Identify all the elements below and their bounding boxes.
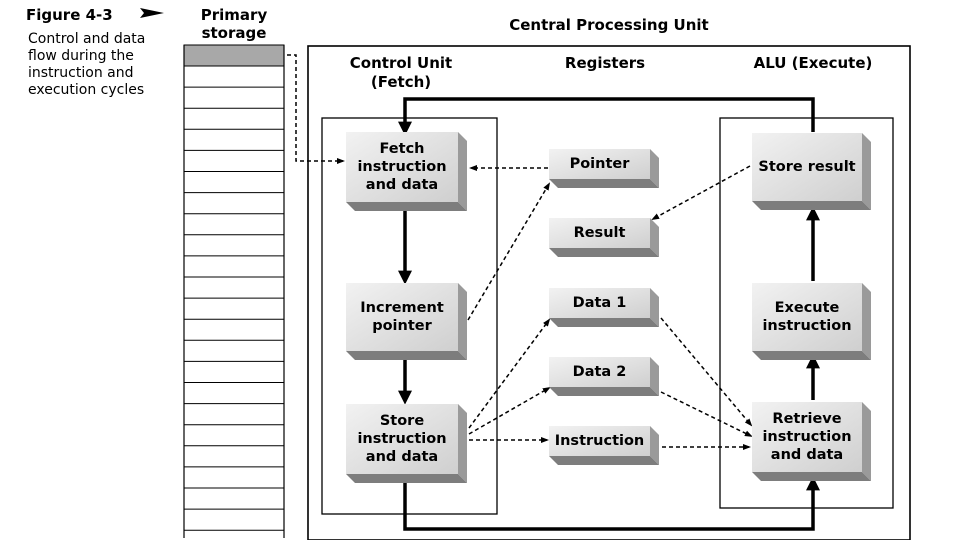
box-side (458, 132, 467, 211)
pointer-register-box (549, 149, 659, 188)
box-bottom (752, 351, 871, 360)
store-instruction-box (346, 404, 467, 483)
box-side (650, 288, 659, 327)
alu-frame (719, 117, 894, 509)
result-register-box (549, 218, 659, 257)
box-side (862, 283, 871, 360)
arrow-increment-to-pointer (467, 182, 551, 321)
box-bottom (752, 201, 871, 210)
increment-label: Increment pointer (360, 300, 444, 334)
pointer-label: Pointer (569, 156, 630, 172)
arrow-store-to-data2 (468, 387, 551, 435)
box-bottom (549, 387, 659, 396)
box-face (549, 218, 650, 248)
box-bottom (549, 179, 659, 188)
fetch-label: Fetch instruction and data (357, 141, 447, 193)
arrow-store-to-data1 (468, 318, 551, 429)
box-bottom (346, 474, 467, 483)
box-face (752, 133, 862, 201)
box-side (650, 218, 659, 257)
box-bottom (549, 318, 659, 327)
arrow-store-to-retrieve (403, 476, 820, 531)
control-unit-frame (321, 117, 498, 515)
box-bottom (549, 248, 659, 257)
box-side (650, 426, 659, 465)
box-face (752, 402, 862, 472)
box-side (862, 133, 871, 210)
execute-label: Execute instruction (762, 300, 852, 334)
data1-label: Data 1 (572, 295, 627, 311)
arrow-data1-to-retrieve (660, 317, 753, 427)
box-face (346, 404, 458, 474)
data1-register-box (549, 288, 659, 327)
box-side (650, 149, 659, 188)
box-bottom (752, 472, 871, 481)
primary-storage-column (183, 44, 285, 538)
arrow-store-result-to-result (651, 165, 751, 220)
dashed-flow-arrows (287, 54, 753, 450)
box-face (549, 426, 650, 456)
figure-label: Figure 4-3 (26, 6, 113, 24)
box-side (458, 283, 467, 360)
box-face (752, 283, 862, 351)
box-face (346, 283, 458, 351)
alu-heading: ALU (Execute) (753, 54, 873, 72)
store-result-box (752, 133, 871, 210)
arrow-storage-to-fetch (287, 54, 345, 164)
increment-pointer-box (346, 283, 467, 360)
store-label: Store instruction and data (357, 413, 447, 465)
figure-arrow-icon (140, 8, 164, 18)
registers-heading: Registers (564, 54, 646, 72)
store-result-label: Store result (758, 159, 856, 175)
box-face (346, 132, 458, 202)
box-bottom (346, 202, 467, 211)
result-label: Result (573, 225, 626, 241)
instruction-register-box (549, 426, 659, 465)
box-side (862, 402, 871, 481)
cpu-frame (307, 45, 911, 540)
execute-box (752, 283, 871, 360)
box-side (650, 357, 659, 396)
box-face (549, 357, 650, 387)
instruction-label: Instruction (554, 433, 645, 449)
solid-flow-arrows (398, 97, 820, 531)
box-face (549, 149, 650, 179)
box-bottom (346, 351, 467, 360)
box-side (458, 404, 467, 483)
cpu-title: Central Processing Unit (509, 16, 709, 34)
primary-storage-highlight (183, 44, 285, 67)
data2-register-box (549, 357, 659, 396)
fetch-box (346, 132, 467, 211)
primary-storage-label: Primary storage (200, 6, 268, 42)
data2-label: Data 2 (572, 364, 627, 380)
box-face (549, 288, 650, 318)
figure-caption: Control and data flow during the instruc… (28, 31, 146, 98)
arrow-data2-to-retrieve (660, 391, 753, 437)
box-bottom (549, 456, 659, 465)
arrow-store-result-to-fetch (398, 97, 815, 136)
retrieve-label: Retrieve instruction and data (762, 411, 852, 463)
retrieve-box (752, 402, 871, 481)
control-unit-heading: Control Unit (Fetch) (349, 54, 453, 91)
